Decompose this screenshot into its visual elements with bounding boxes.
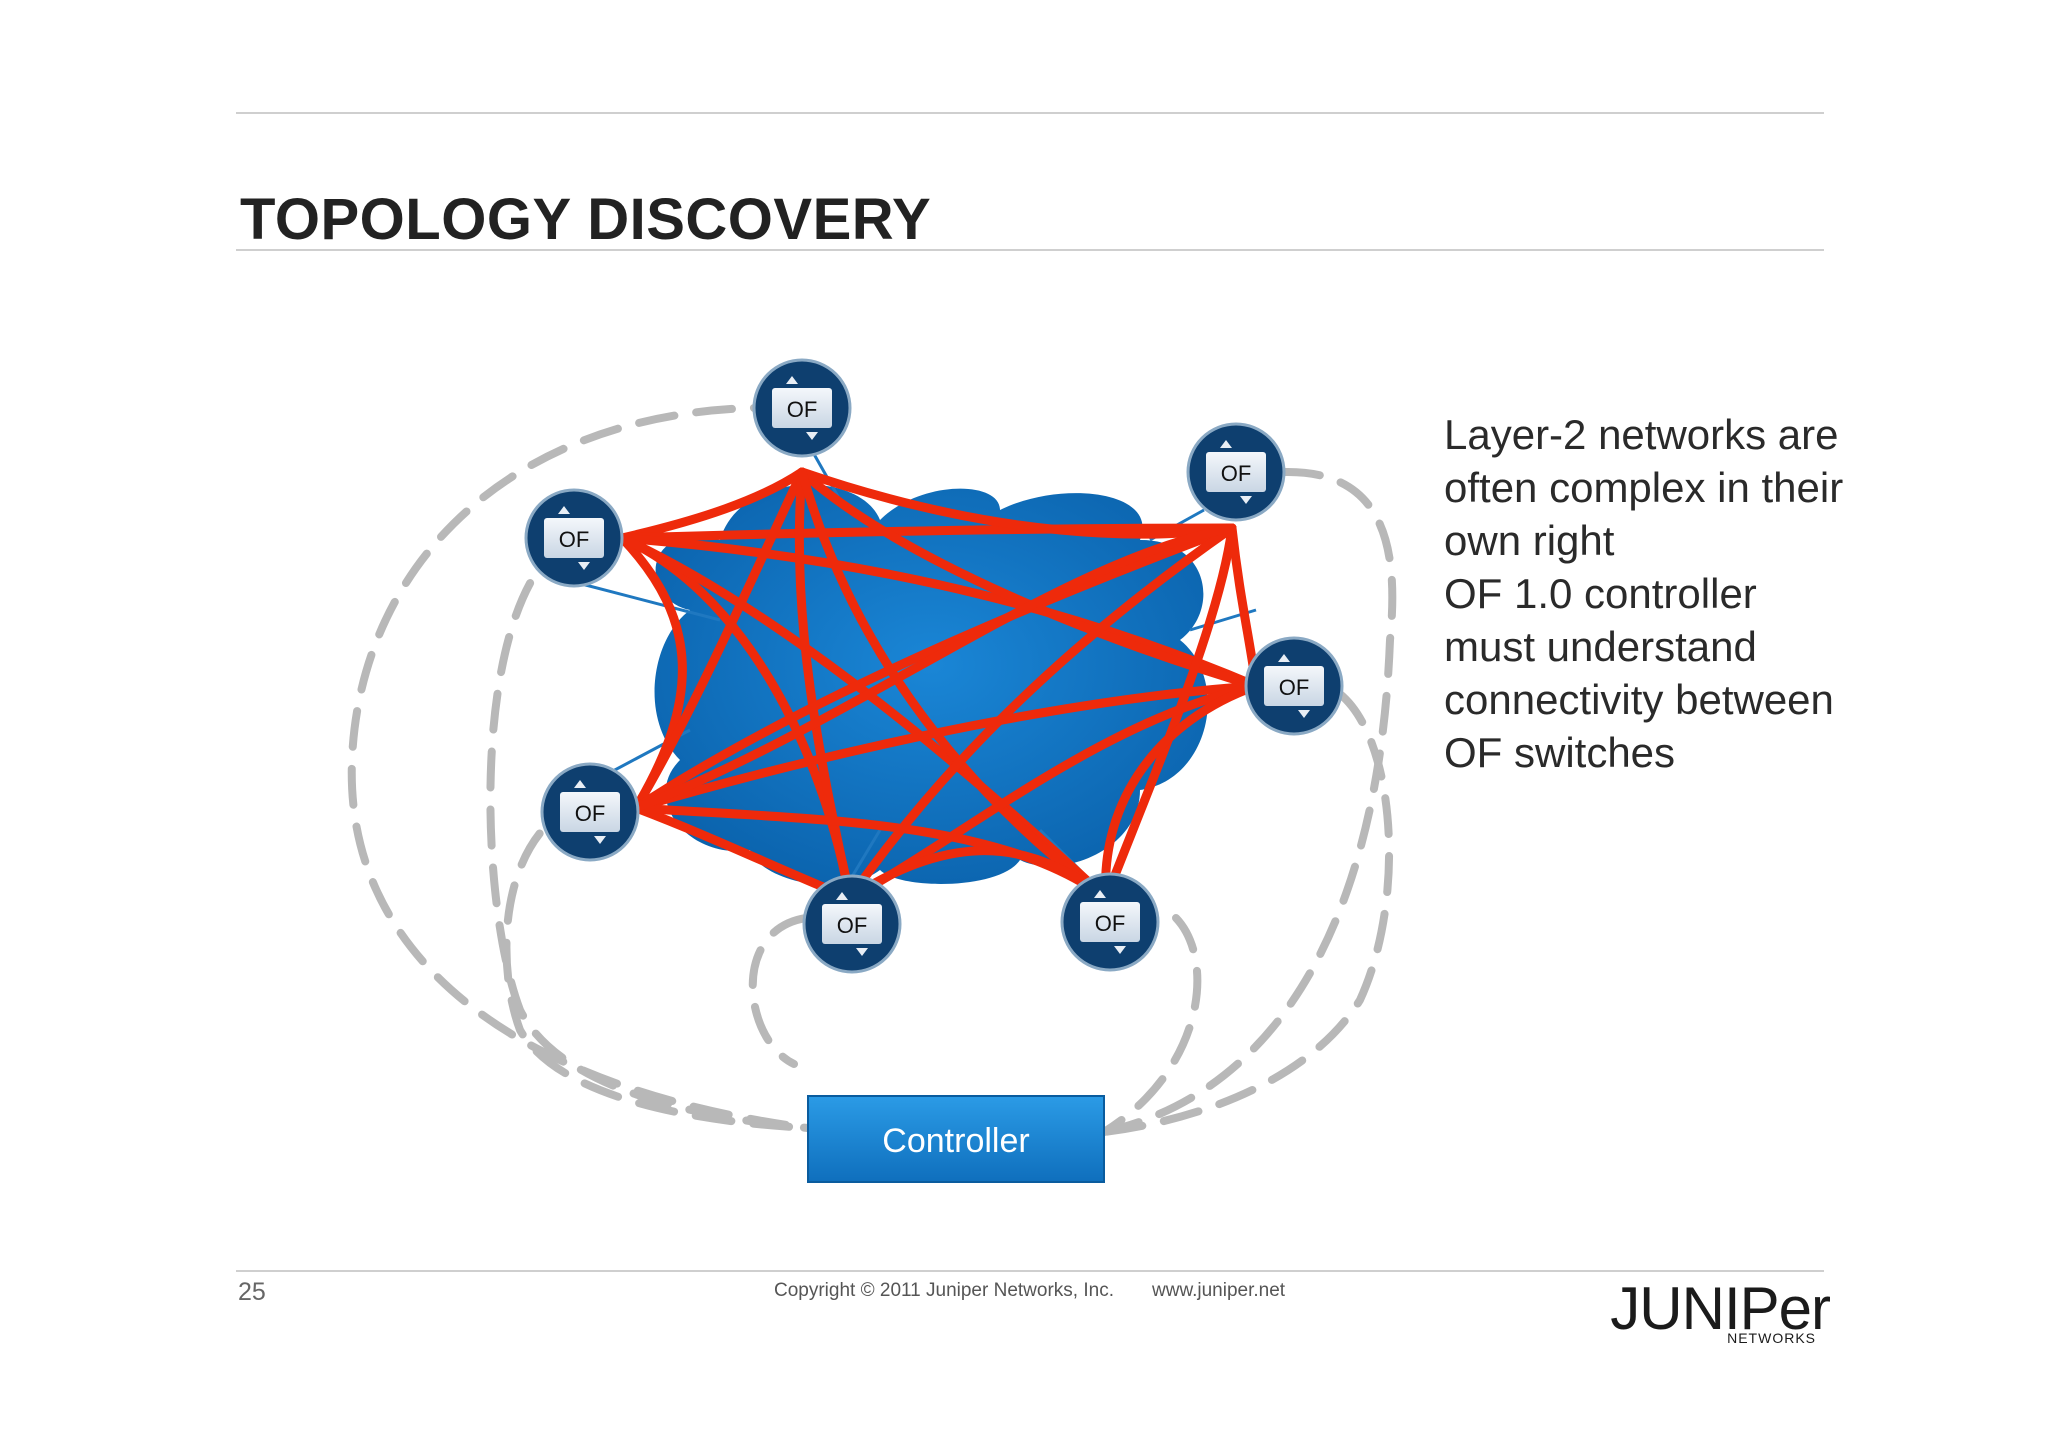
flow-link xyxy=(797,467,1261,691)
control-link xyxy=(1100,467,1397,1136)
flow-link xyxy=(845,846,1111,903)
of-switch-right-mid: OF xyxy=(1244,636,1344,736)
logo-subtext: NETWORKS xyxy=(1727,1330,1816,1346)
control-link xyxy=(1100,690,1394,1136)
flow-link xyxy=(1101,681,1261,903)
bullet-text: Layer-2 networks are often complex in th… xyxy=(1444,408,2004,779)
switch-label: OF xyxy=(1221,461,1252,486)
flow-link xyxy=(617,467,807,543)
flow-link xyxy=(845,523,1237,903)
bullet-line: connectivity between xyxy=(1444,676,1834,723)
control-link xyxy=(748,914,810,1068)
top-rule xyxy=(236,112,1824,114)
bullet-line: must understand xyxy=(1444,623,1757,670)
switch-label: OF xyxy=(787,397,818,422)
bullet-line: often complex in their xyxy=(1444,464,1844,511)
controller-label: Controller xyxy=(882,1122,1029,1160)
bullet-line: own right xyxy=(1444,517,1615,564)
switch-label: OF xyxy=(575,801,606,826)
of-switch-top: OF xyxy=(752,358,852,458)
switch-label: OF xyxy=(1279,675,1310,700)
footer-rule xyxy=(236,1270,1824,1272)
switch-label: OF xyxy=(559,527,590,552)
logo-wordmark: JUNIPer xyxy=(1610,1275,1831,1342)
flow-link xyxy=(797,467,1237,539)
switch-label: OF xyxy=(837,913,868,938)
flow-link xyxy=(631,523,1237,813)
control-links xyxy=(347,403,1397,1136)
flow-link xyxy=(617,523,1237,543)
control-link xyxy=(502,796,812,1132)
flow-link xyxy=(631,523,1237,813)
bullet-line: Layer-2 networks are xyxy=(1444,411,1839,458)
juniper-logo: JUNIPer NETWORKS xyxy=(1600,1275,1831,1346)
copyright-text: Copyright © 2011 Juniper Networks, Inc. xyxy=(774,1280,1114,1301)
website-link[interactable]: www.juniper.net xyxy=(1152,1280,1286,1301)
of-switch-left-lower: OF xyxy=(540,762,640,862)
of-switch-bottom-left: OF xyxy=(802,874,902,974)
title-underline xyxy=(236,249,1824,251)
slide-title: TOPOLOGY DISCOVERY xyxy=(240,187,932,252)
flow-link xyxy=(794,467,855,903)
control-link xyxy=(1100,914,1202,1136)
bullet-line: OF switches xyxy=(1444,729,1676,776)
of-switch-left-upper: OF xyxy=(524,488,624,588)
page-number: 25 xyxy=(238,1278,266,1306)
flow-link xyxy=(631,681,1261,813)
of-switch-right-upper: OF xyxy=(1186,422,1286,522)
flow-link xyxy=(617,533,1111,903)
control-link xyxy=(347,403,812,1132)
flow-links xyxy=(617,467,1261,903)
bullet-line: OF 1.0 controller xyxy=(1444,570,1757,617)
network-cloud xyxy=(654,484,1208,885)
control-link xyxy=(486,536,812,1132)
flow-link xyxy=(631,467,807,813)
controller-box: Controller xyxy=(807,1095,1105,1183)
flow-link xyxy=(617,533,1261,691)
switch-label: OF xyxy=(1095,911,1126,936)
of-switch-bottom-right: OF xyxy=(1060,872,1160,972)
